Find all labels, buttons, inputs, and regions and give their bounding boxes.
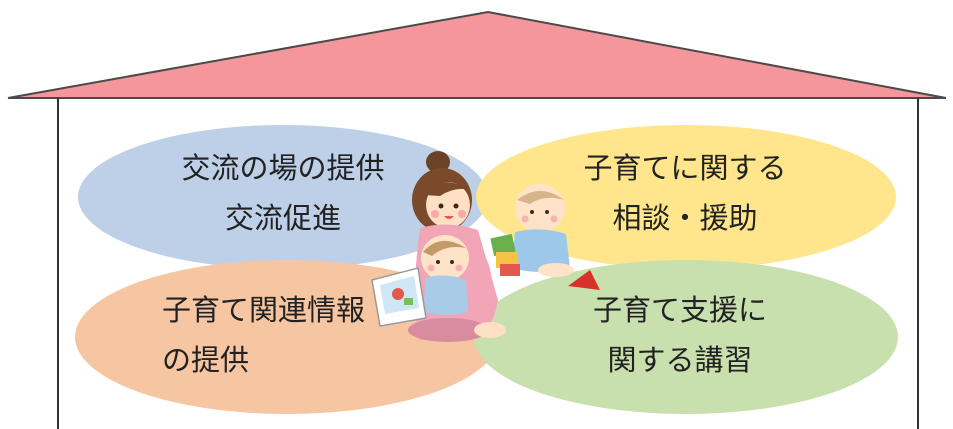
picture-book-icon [371,267,427,327]
consult-label: 子育てに関する 相談・援助 [560,143,810,243]
baby-reading-icon [421,235,469,315]
lecture-line1: 子育て支援に [592,293,767,327]
info-line2: の提供 [162,343,250,377]
lecture-oval [474,260,898,414]
info-line1: 子育て関連情報 [162,293,366,327]
consult-line2: 相談・援助 [612,201,758,235]
exchange-oval [78,125,488,269]
toy-blocks-icon [490,233,600,290]
exchange-line1: 交流の場の提供 [181,151,385,185]
info-label: 子育て関連情報 の提供 [162,285,402,385]
lecture-line2: 関する講習 [607,343,753,377]
baby-sitting-icon [512,184,574,277]
consult-oval [476,125,896,269]
house-roof [7,10,947,99]
exchange-label: 交流の場の提供 交流促進 [168,143,398,243]
lecture-label: 子育て支援に 関する講習 [585,285,775,385]
exchange-line2: 交流促進 [224,201,341,235]
consult-line1: 子育てに関する [583,151,787,185]
